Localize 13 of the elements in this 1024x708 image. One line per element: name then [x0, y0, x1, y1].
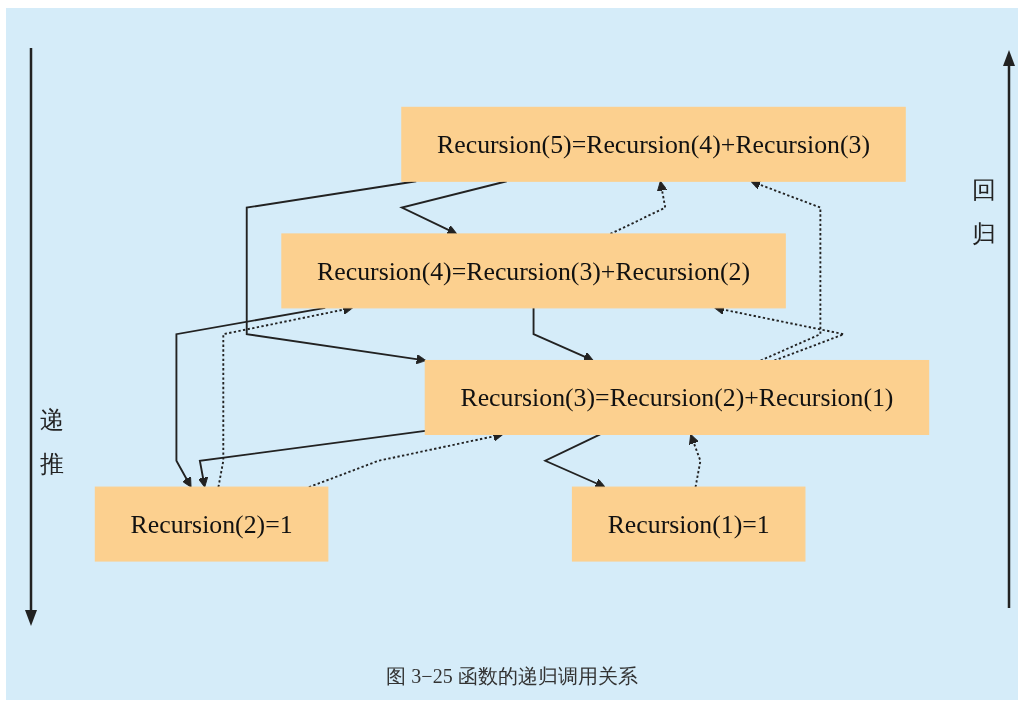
node-box: Recursion(5)=Recursion(4)+Recursion(3)	[401, 106, 906, 182]
arrow	[543, 433, 606, 488]
node-box: Recursion(4)=Recursion(3)+Recursion(2)	[281, 233, 786, 309]
direction-label: 回归	[972, 176, 997, 249]
arrow	[532, 306, 594, 362]
node-box: Recursion(3)=Recursion(2)+Recursion(1)	[424, 359, 930, 435]
arrow	[245, 180, 427, 365]
node-box: Recursion(2)=1	[94, 486, 329, 562]
node-box: Recursion(1)=1	[571, 486, 806, 562]
arrow	[689, 433, 702, 488]
arrow	[175, 306, 327, 488]
caption: 图 3−25 函数的递归调用关系	[386, 664, 638, 689]
direction-label: 递推	[40, 406, 65, 479]
